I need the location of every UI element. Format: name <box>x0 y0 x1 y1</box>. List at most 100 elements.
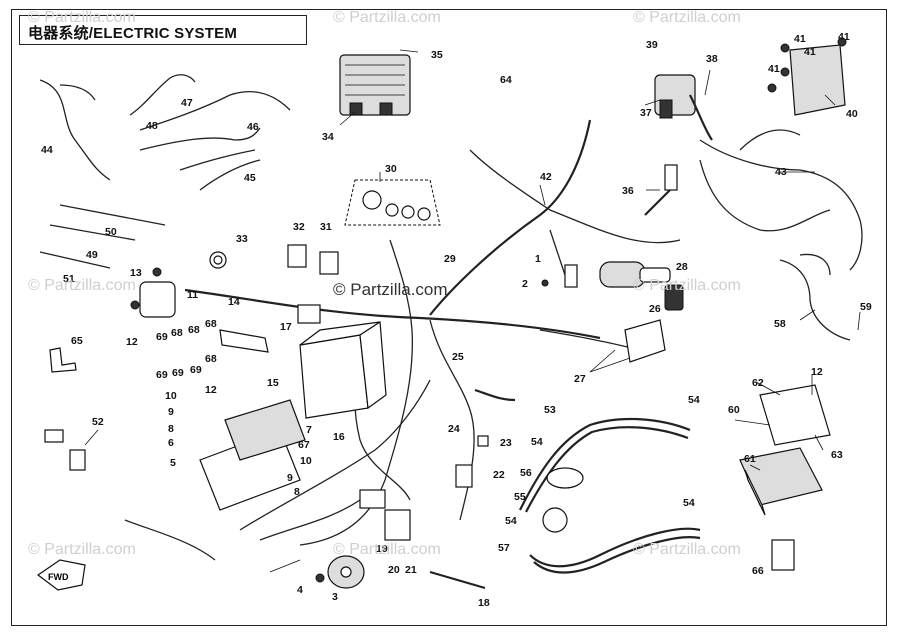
sensor-24 <box>474 388 516 402</box>
callout-59: 59 <box>860 301 872 313</box>
cable-tie-51 <box>39 251 111 269</box>
harness-45-b <box>199 159 261 191</box>
callout-21: 21 <box>405 564 417 576</box>
callout-55: 55 <box>514 491 526 503</box>
bracket-14 <box>219 329 269 353</box>
callout-2: 2 <box>522 278 528 290</box>
callout-48: 48 <box>146 120 158 132</box>
callout-35: 35 <box>431 49 443 61</box>
watermark: © Partzilla.com <box>633 9 741 26</box>
watermark: © Partzilla.com <box>28 9 136 26</box>
callout-58: 58 <box>774 318 786 330</box>
callout-34: 34 <box>322 131 334 143</box>
sensor-1 <box>564 264 578 288</box>
callout-28: 28 <box>676 261 688 273</box>
harness-branch-h <box>549 229 566 276</box>
callout-1: 1 <box>535 253 541 265</box>
callout-56: 56 <box>520 467 532 479</box>
callout-41c: 41 <box>838 31 850 43</box>
callout-60: 60 <box>728 404 740 416</box>
main-harness-trunk <box>429 119 592 316</box>
bracket-65 <box>49 347 77 373</box>
callout-8a: 8 <box>168 423 174 435</box>
diagram-frame <box>11 9 887 626</box>
callout-52: 52 <box>92 416 104 428</box>
starter-relay-13 <box>130 267 176 318</box>
callout-18: 18 <box>478 597 490 609</box>
watermark: © Partzilla.com <box>28 277 136 294</box>
harness-44 <box>39 79 111 181</box>
ignition-coil-37 <box>654 74 696 119</box>
cable-tie-49 <box>49 224 136 241</box>
callout-54a: 54 <box>688 394 700 406</box>
watermark: © Partzilla.com <box>333 9 441 26</box>
harness-branch-b <box>299 239 414 546</box>
harness-branch-f <box>124 519 216 561</box>
callout-10a: 10 <box>165 390 177 402</box>
callout-54d: 54 <box>683 497 695 509</box>
relay-22 <box>455 464 473 488</box>
callout-62: 62 <box>752 377 764 389</box>
callout-54c: 54 <box>505 515 517 527</box>
callout-68d: 68 <box>205 353 217 365</box>
battery-16 <box>299 320 387 419</box>
part-55 <box>542 507 568 533</box>
callout-12b: 12 <box>205 384 217 396</box>
callout-69d: 69 <box>190 364 202 376</box>
callout-67: 67 <box>298 439 310 451</box>
fuse-box-5 <box>199 399 306 511</box>
bolt-4 <box>315 573 325 583</box>
callout-20: 20 <box>388 564 400 576</box>
callout-6: 6 <box>168 437 174 449</box>
harness-48 <box>129 74 196 116</box>
callout-68c: 68 <box>205 318 217 330</box>
page-title: 电器系统/ELECTRIC SYSTEM <box>28 25 238 42</box>
title-box: 电器系统/ELECTRIC SYSTEM <box>19 15 307 45</box>
plug-cap-38 <box>689 94 713 141</box>
callout-4: 4 <box>297 584 303 596</box>
center-watermark: © Partzilla.com <box>333 280 448 299</box>
control-module-61 <box>739 447 823 516</box>
callout-41b: 41 <box>804 46 816 58</box>
regulator-rectifier-34 <box>339 54 411 116</box>
callout-17: 17 <box>280 321 292 333</box>
callout-69c: 69 <box>172 367 184 379</box>
cable-tie-50 <box>59 204 166 226</box>
callout-19: 19 <box>376 543 388 555</box>
callout-47: 47 <box>181 97 193 109</box>
tube-57 <box>529 527 701 568</box>
callout-9b: 9 <box>287 472 293 484</box>
callout-64: 64 <box>500 74 512 86</box>
callout-16: 16 <box>333 431 345 443</box>
harness-branch-a <box>469 149 681 244</box>
callout-36: 36 <box>622 185 634 197</box>
callout-11: 11 <box>187 289 198 301</box>
harness-branch-e <box>239 379 431 531</box>
callout-7: 7 <box>306 424 312 436</box>
callout-23: 23 <box>500 437 512 449</box>
callout-69b: 69 <box>156 369 168 381</box>
callout-61: 61 <box>744 453 756 465</box>
harness-46 <box>139 127 261 151</box>
callout-46: 46 <box>247 121 259 133</box>
callout-45: 45 <box>244 172 256 184</box>
connector-20 <box>384 509 411 541</box>
callout-14: 14 <box>228 296 240 308</box>
callout-39: 39 <box>646 39 658 51</box>
watermark: © Partzilla.com <box>28 541 136 558</box>
callout-68b: 68 <box>188 324 200 336</box>
clamp-56 <box>546 467 584 489</box>
part-18 <box>429 570 486 590</box>
callout-38: 38 <box>706 53 718 65</box>
grommet-33-inner <box>213 255 223 265</box>
callout-54b: 54 <box>531 436 543 448</box>
relay-23 <box>477 435 489 447</box>
harness-branch-i <box>259 499 361 541</box>
callout-53: 53 <box>544 404 556 416</box>
main-harness <box>184 288 601 340</box>
callout-30: 30 <box>385 163 397 175</box>
callout-5: 5 <box>170 457 176 469</box>
callout-29: 29 <box>444 253 456 265</box>
callout-31: 31 <box>320 221 332 233</box>
switch-assembly-28 <box>599 261 684 311</box>
